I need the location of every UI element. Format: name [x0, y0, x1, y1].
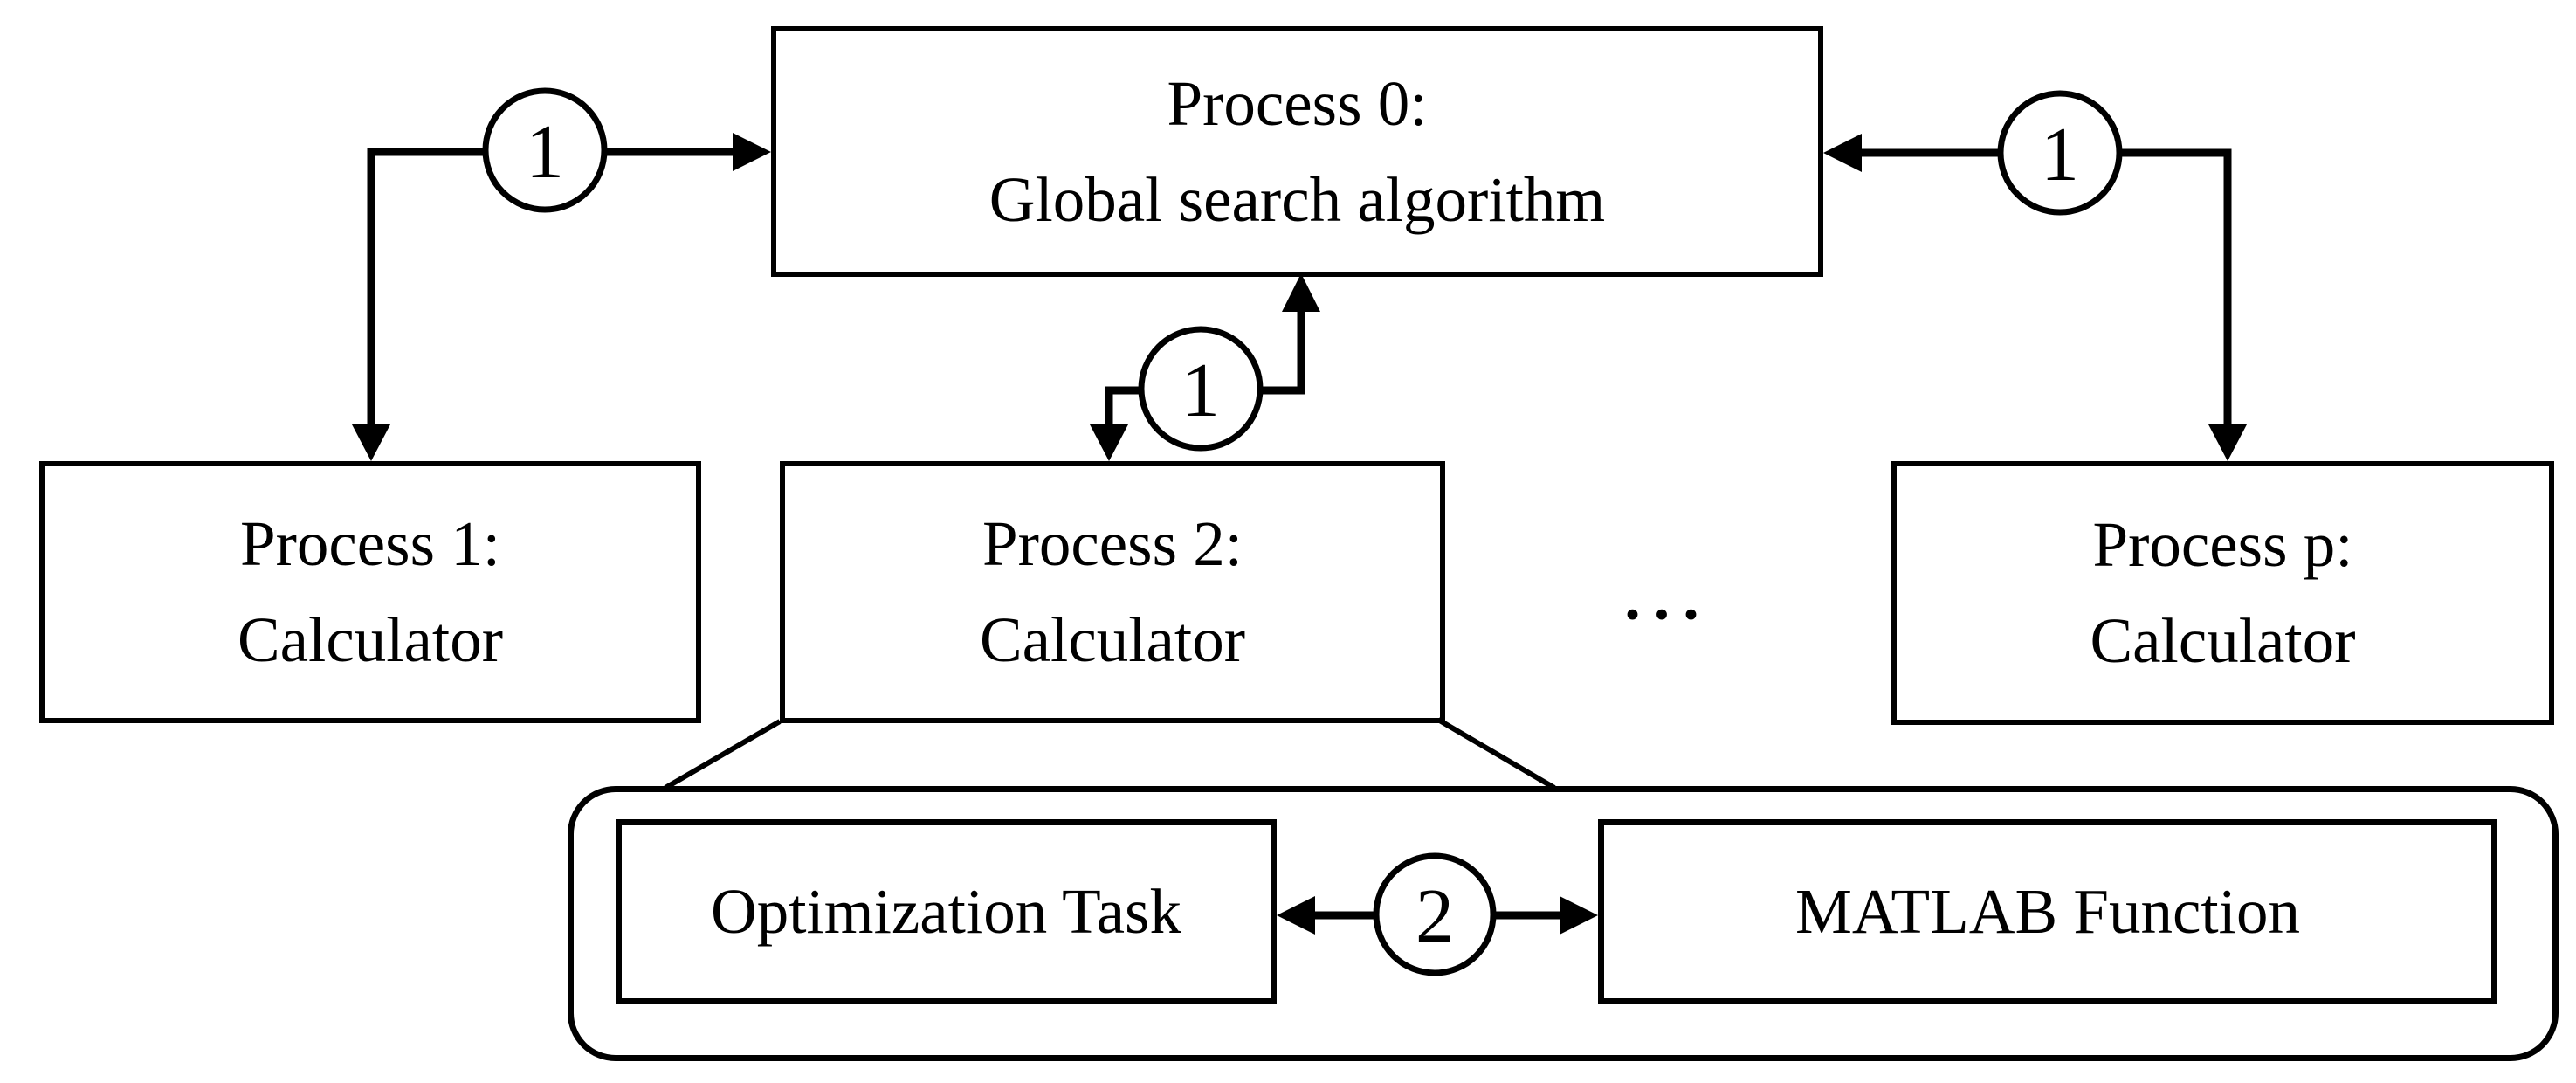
optimization-task-label: Optimization Task: [711, 876, 1181, 947]
optimization-task-box: Optimization Task: [616, 819, 1277, 1004]
process-2-subtitle: Calculator: [979, 604, 1246, 675]
connector-right: [1856, 148, 2232, 430]
comm-badge-right-circle: [1997, 90, 2123, 216]
connector-left: [367, 148, 738, 430]
process-1-subtitle: Calculator: [237, 604, 504, 675]
process-2-title: Process 2:: [981, 508, 1243, 579]
matlab-function-label: MATLAB Function: [1795, 876, 2300, 947]
arrowhead-into-process0-right: [1823, 134, 1862, 172]
arrowhead-into-process1: [352, 424, 390, 461]
process-0-title: Process 0:: [1167, 67, 1428, 139]
arrowhead-into-process0-left: [733, 133, 771, 171]
comm-badge-left-label: 1: [526, 110, 564, 195]
comm-badge-middle-circle: [1138, 326, 1264, 452]
process-p-box: Process p: Calculator: [1891, 461, 2554, 725]
process-p-subtitle: Calculator: [2090, 605, 2356, 676]
funnel-line-right: [1436, 717, 1556, 790]
connector-middle: [1105, 307, 1305, 430]
process-0-box: Process 0: Global search algorithm: [771, 26, 1823, 277]
process-2-box: Process 2: Calculator: [780, 461, 1445, 723]
process-1-title: Process 1:: [239, 508, 501, 579]
process-1-box: Process 1: Calculator: [39, 461, 701, 723]
matlab-function-box: MATLAB Function: [1598, 819, 2497, 1004]
comm-badge-left-circle: [482, 87, 608, 213]
process-0-subtitle: Global search algorithm: [988, 163, 1606, 235]
arrowhead-into-process2: [1090, 424, 1128, 461]
arrowhead-into-processp: [2208, 424, 2247, 461]
process-p-title: Process p:: [2092, 509, 2353, 580]
funnel-line-left: [664, 719, 782, 790]
comm-badge-right-label: 1: [2041, 113, 2079, 197]
comm-badge-middle-label: 1: [1181, 348, 1220, 433]
more-processes-ellipsis: …: [1618, 541, 1709, 638]
arrowhead-into-process0-bottom: [1282, 273, 1320, 312]
